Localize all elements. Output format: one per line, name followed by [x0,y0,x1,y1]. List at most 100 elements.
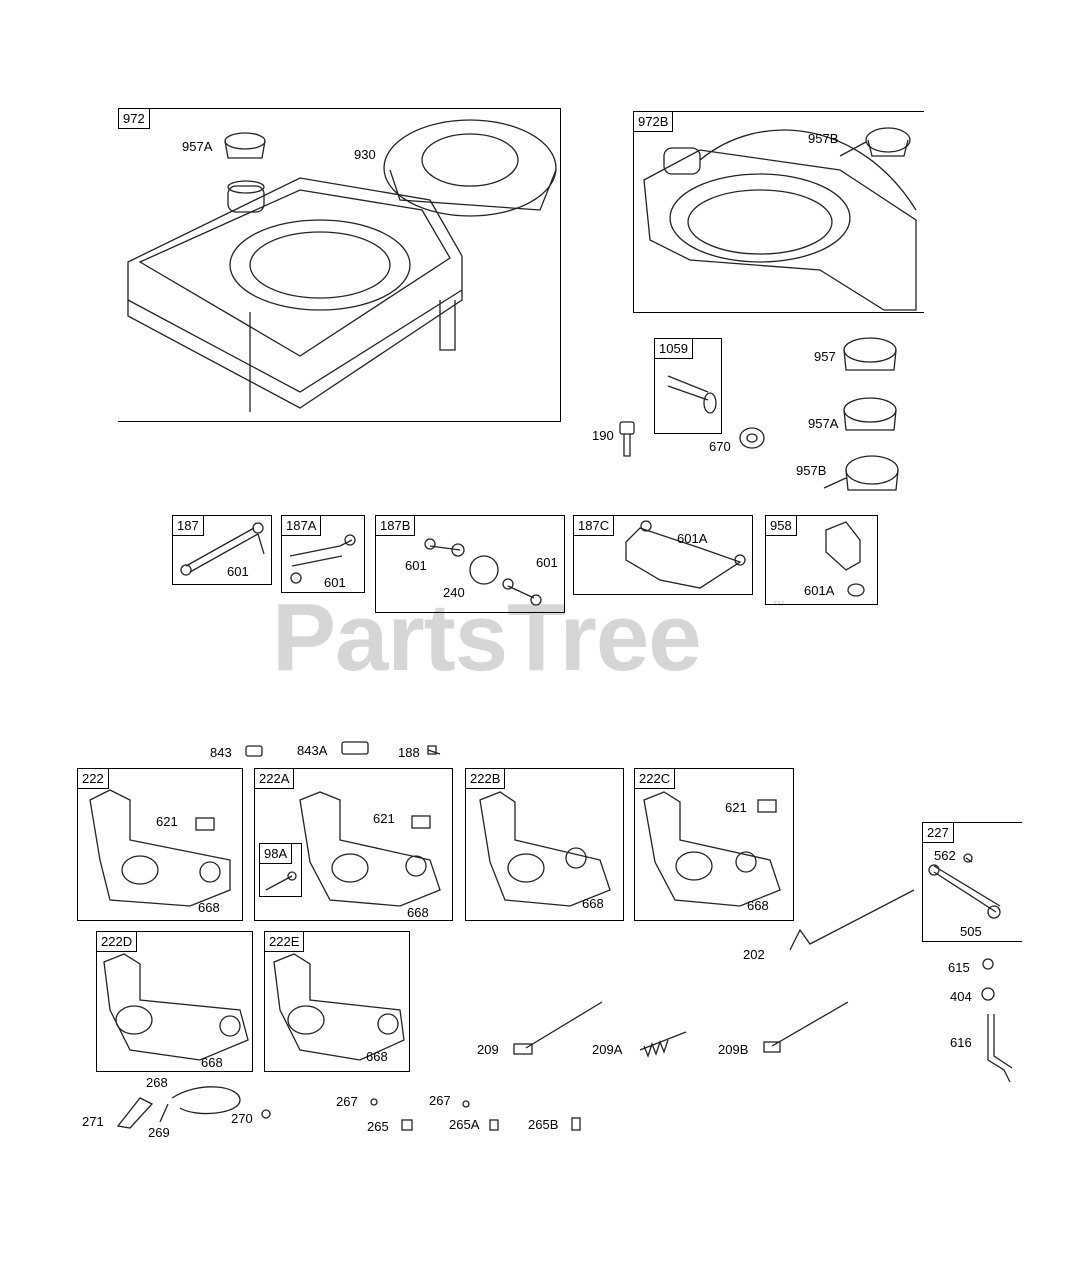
group-1059-frame: 1059 [654,338,722,434]
group-187A-tag: 187A [282,516,322,536]
group-972-tag: 972 [118,109,150,129]
callout-668-in-222C: 668 [747,898,769,913]
governor-227-drawing [928,853,1001,919]
fuel-cap-957A-top-drawing [224,132,266,159]
recoil-starter-930-drawing [383,119,557,217]
callout-269: 269 [148,1125,170,1140]
group-187B-tag: 187B [376,516,416,536]
group-222E-frame: 222E [264,931,410,1072]
small-parts-843-drawing [245,741,441,757]
fuel-line-187B-drawing [424,538,542,606]
callout-265: 265 [367,1119,389,1134]
throttle-cable-268-drawing [116,1086,271,1129]
callout-957B-top: 957B [808,131,839,146]
callout-668-in-222A: 668 [407,905,429,920]
group-222-tag: 222 [78,769,109,789]
callout-267-right: 267 [429,1093,451,1108]
callout-601A-in-958: 601A [804,583,835,598]
trademark-symbol: ™ [772,598,785,613]
callout-957A: 957A [808,416,839,431]
screw-190-drawing [619,421,635,457]
group-187C-tag: 187C [574,516,615,536]
callout-505: 505 [960,924,982,939]
carburetor-222E-drawing [273,953,405,1061]
callout-267-left: 267 [336,1094,358,1109]
carburetor-222D-drawing [103,953,249,1061]
callout-270: 270 [231,1111,253,1126]
callout-668-in-222B: 668 [582,896,604,911]
group-227-frame: 227 [922,822,1022,942]
callout-930: 930 [354,147,376,162]
callout-601-in-187A: 601 [324,575,346,590]
carburetor-222C-drawing [643,791,781,907]
callout-209B: 209B [718,1042,749,1057]
group-222C-frame: 222C [634,768,794,921]
callout-621-in-222C: 621 [725,800,747,815]
group-227-tag: 227 [923,823,954,843]
group-1059-tag: 1059 [655,339,693,359]
fuel-tank-drawing [127,177,463,412]
nuts-615-404-drawing [981,958,995,1001]
callout-670: 670 [709,439,731,454]
group-972-frame: 972 [118,108,561,422]
fuel-tank-972B-drawing [643,129,917,311]
callout-957B: 957B [796,463,827,478]
group-222B-frame: 222B [465,768,624,921]
callout-957: 957 [814,349,836,364]
callout-621-in-222: 621 [156,814,178,829]
group-958-tag: 958 [766,516,797,536]
watermark: PartsTree [272,584,702,691]
fuel-cap-957B-drawing [823,455,899,491]
group-972B-tag: 972B [634,112,674,132]
group-187B-frame: 187B [375,515,565,613]
callout-188: 188 [398,745,420,760]
group-98A-tag: 98A [260,844,293,864]
screws-265-267-drawing [370,1098,581,1131]
callout-601-in-187B-right: 601 [536,555,558,570]
group-972B-frame: 972B [633,111,924,313]
group-187-frame: 187 [172,515,272,585]
fuel-cap-957A-drawing [843,397,897,431]
group-222D-tag: 222D [97,932,138,952]
spring-209A-drawing [639,1031,687,1058]
group-222E-tag: 222E [265,932,305,952]
callout-668-in-222D: 668 [201,1055,223,1070]
spring-209-drawing [513,1001,603,1055]
callout-265B: 265B [528,1117,559,1132]
group-98A-frame: 98A [259,843,302,897]
callout-209: 209 [477,1042,499,1057]
link-616-drawing [987,1014,1013,1083]
callout-668-in-222: 668 [198,900,220,915]
callout-209A: 209A [592,1042,623,1057]
screw-98A-drawing [265,871,297,891]
group-222C-tag: 222C [635,769,676,789]
callout-190: 190 [592,428,614,443]
fuel-cap-957-drawing [843,337,897,371]
callout-202: 202 [743,947,765,962]
group-222-frame: 222 [77,768,243,921]
callout-271: 271 [82,1114,104,1129]
group-187-tag: 187 [173,516,204,536]
fuel-line-187A-drawing [289,534,356,584]
callout-843: 843 [210,745,232,760]
group-222B-tag: 222B [466,769,506,789]
callout-265A: 265A [449,1117,480,1132]
callout-601A-in-187C: 601A [677,531,708,546]
group-187A-frame: 187A [281,515,365,593]
carburetor-222A-drawing [299,791,441,907]
fuel-line-187-drawing [180,522,265,576]
shutoff-valve-958-drawing [825,521,865,597]
group-222A-tag: 222A [255,769,295,789]
fuel-cap-957B-top-drawing [839,127,911,157]
spring-209B-drawing [763,1001,849,1053]
callout-562: 562 [934,848,956,863]
callout-601-in-187: 601 [227,564,249,579]
callout-957A-top: 957A [182,139,213,154]
callout-843A: 843A [297,743,328,758]
callout-668-in-222E: 668 [366,1049,388,1064]
callout-615: 615 [948,960,970,975]
group-222D-frame: 222D [96,931,253,1072]
group-187C-frame: 187C [573,515,753,595]
callout-616: 616 [950,1035,972,1050]
